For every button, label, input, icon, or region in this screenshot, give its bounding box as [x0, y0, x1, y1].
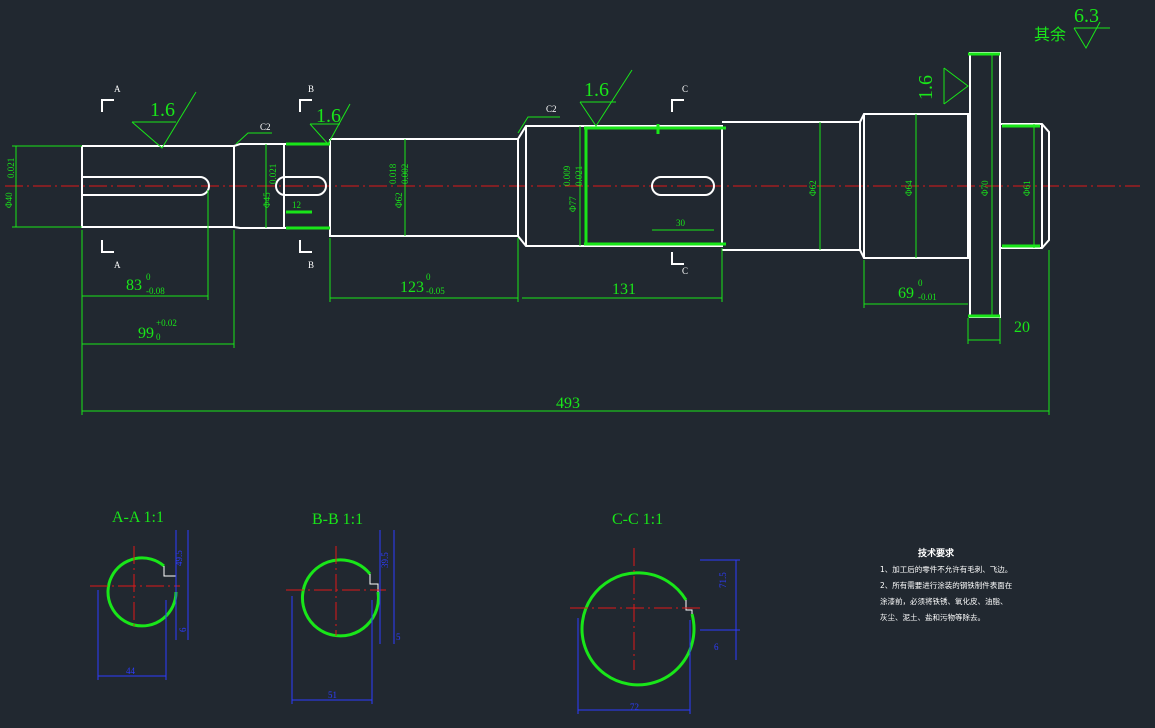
diameter-label-2: Φ45 — [262, 192, 272, 208]
length-up-6: 0 — [918, 278, 923, 288]
length-up-3: 0 — [426, 272, 431, 282]
section-mark-c-bottom: C — [682, 266, 688, 276]
length-label-6: 69 — [898, 285, 914, 302]
length-up-1: 0 — [146, 272, 151, 282]
diameter-label-4: Φ77 — [568, 196, 578, 212]
general-surface-label: 其余 — [1034, 25, 1066, 44]
diameter-tol-3-lower: 0.002 — [400, 164, 410, 184]
section-mark-a-top: A — [114, 84, 121, 94]
length-up-2: +0.02 — [156, 318, 177, 328]
notes-line-3: 涂漆前，必须将铁锈、氧化皮、油脂、 — [880, 596, 1008, 606]
diameter-label-1: Φ40 — [4, 192, 14, 208]
diameter-label-7: Φ70 — [980, 180, 990, 196]
section-b — [286, 530, 395, 704]
length-low-6: -0.01 — [918, 292, 937, 302]
section-a-width: 44 — [126, 666, 136, 676]
section-b-width: 51 — [328, 690, 337, 700]
section-c-title: C-C 1:1 — [612, 511, 663, 528]
length-label-5: 30 — [676, 218, 686, 228]
diameter-tol-3-upper: 0.018 — [388, 163, 398, 184]
diameter-label-3: Φ62 — [394, 192, 404, 208]
chamfer-label-1: C2 — [260, 122, 271, 132]
length-label-3: 123 — [400, 279, 424, 296]
section-b-depth: 39.5 — [380, 552, 390, 568]
length-label-1: 83 — [126, 277, 142, 294]
notes-title: 技术要求 — [918, 547, 955, 559]
section-mark-b-top: B — [308, 84, 314, 94]
section-a — [90, 530, 189, 680]
roughness-symbols — [131, 21, 1110, 149]
length-low-3: -0.05 — [426, 286, 445, 296]
diameter-label-8: Φ61 — [1022, 180, 1032, 196]
technical-notes: 技术要求 1、加工后的零件不允许有毛刺、飞边。 2、所有需要进行涂装的钢铁制件表… — [880, 547, 1013, 622]
diameter-label-6: Φ64 — [904, 180, 914, 196]
notes-line-1: 1、加工后的零件不允许有毛刺、飞边。 — [880, 564, 1012, 574]
section-cut-markers — [101, 99, 684, 265]
length-label-2: 99 — [138, 325, 154, 342]
diameter-tol-1: 0.021 — [6, 158, 16, 178]
notes-line-4: 灰尘、泥土、盐和污物等除去。 — [880, 612, 985, 622]
section-a-depth: 49.5 — [174, 550, 184, 566]
length-label-8: 12 — [292, 200, 301, 210]
section-b-key: 5 — [396, 632, 401, 642]
notes-line-2: 2、所有需要进行涂装的钢铁制件表面在 — [880, 580, 1013, 590]
section-b-title: B-B 1:1 — [312, 511, 363, 528]
chamfer-label-2: C2 — [546, 104, 557, 114]
roughness-label-3: 1.6 — [584, 79, 609, 101]
section-c-key: 6 — [714, 642, 719, 652]
section-mark-c-top: C — [682, 84, 688, 94]
roughness-label-1: 1.6 — [150, 99, 175, 121]
section-mark-b-bottom: B — [308, 260, 314, 270]
diameter-tol-4-upper: 0.009 — [562, 165, 572, 186]
section-c-width: 72 — [630, 702, 639, 712]
total-length-label: 493 — [556, 395, 580, 412]
general-surface-value: 6.3 — [1074, 5, 1099, 27]
length-low-1: -0.08 — [146, 286, 165, 296]
diameter-tol-4-lower: 0.021 — [574, 166, 584, 186]
section-c — [570, 548, 740, 714]
section-mark-a-bottom: A — [114, 260, 121, 270]
section-c-depth: 71.5 — [718, 572, 728, 588]
length-label-7: 20 — [1014, 319, 1030, 336]
roughness-label-2: 1.6 — [316, 105, 341, 127]
length-low-2: 0 — [156, 332, 161, 342]
section-a-title: A-A 1:1 — [112, 509, 164, 526]
diameter-label-5: Φ62 — [808, 180, 818, 196]
section-a-key: 6 — [178, 627, 188, 632]
dimension-lines — [12, 54, 1050, 415]
roughness-label-4: 1.6 — [915, 75, 937, 100]
diameter-tol-2: 0.021 — [268, 164, 278, 184]
length-label-4: 131 — [612, 281, 636, 298]
